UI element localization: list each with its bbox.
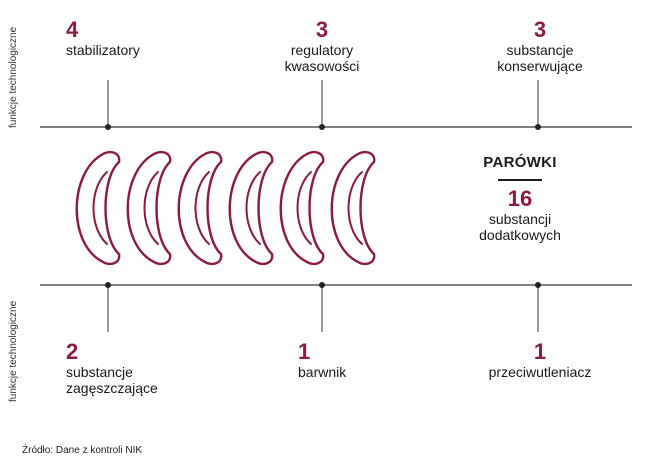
sausage-outline [126,150,172,266]
sausage-highlight [296,171,312,245]
sausage-highlight [347,171,363,245]
sausage-icon [75,150,121,266]
sausage-icons [75,150,376,266]
side-label-bottom: funkcje technologiczne [8,300,19,402]
summary-block: PARÓWKI 16 substancji dodatkowych [450,154,590,243]
total-count: 16 [507,186,533,211]
bottom-item-antioxidant: 1 przeciwutleniacz [470,339,610,381]
bottom-item-label: barwnik [298,364,347,380]
sausage-outline [177,150,223,266]
bottom-item-label: przeciwutleniacz [488,364,592,380]
sausage-icon [279,150,325,266]
title-separator [498,179,542,181]
top-node-1 [319,124,325,130]
top-item-stabilizers: 4 stabilizatory [66,17,140,59]
bottom-item-count: 1 [533,339,547,364]
sausage-highlight [245,171,261,245]
bottom-item-colorant: 1 barwnik [298,339,347,381]
sausage-outline [75,150,121,266]
bottom-item-count: 1 [298,339,311,364]
total-label: substancji dodatkowych [479,211,561,243]
sausage-outline [330,150,376,266]
top-item-acidity-regulators: 3 regulatory kwasowości [252,17,392,75]
top-item-preservatives: 3 substancje konserwujące [470,17,610,75]
top-item-label: stabilizatory [66,42,140,58]
side-label-top: funkcje technologiczne [8,26,19,128]
top-node-0 [105,124,111,130]
sausage-highlight [143,171,159,245]
bottom-item-label: substancje zagęszczające [66,364,158,396]
sausage-icon [126,150,172,266]
sausage-icon [177,150,223,266]
bottom-node-1 [319,282,325,288]
source-note: Źródło: Dane z kontroli NIK [22,445,143,456]
connector-lines [40,80,632,332]
product-title: PARÓWKI [483,154,557,171]
sausage-icon [330,150,376,266]
bottom-node-2 [535,282,541,288]
top-item-label: substancje konserwujące [497,42,583,74]
top-item-label: regulatory kwasowości [284,42,360,74]
top-node-2 [535,124,541,130]
sausage-highlight [194,171,210,245]
top-item-count: 3 [533,17,547,42]
bottom-node-0 [105,282,111,288]
bottom-item-thickeners: 2 substancje zagęszczające [66,339,158,397]
top-item-count: 4 [66,17,79,42]
sausage-highlight [92,171,108,245]
bottom-item-count: 2 [66,339,79,364]
sausage-outline [228,150,274,266]
top-item-count: 3 [315,17,329,42]
sausage-outline [279,150,325,266]
sausage-icon [228,150,274,266]
